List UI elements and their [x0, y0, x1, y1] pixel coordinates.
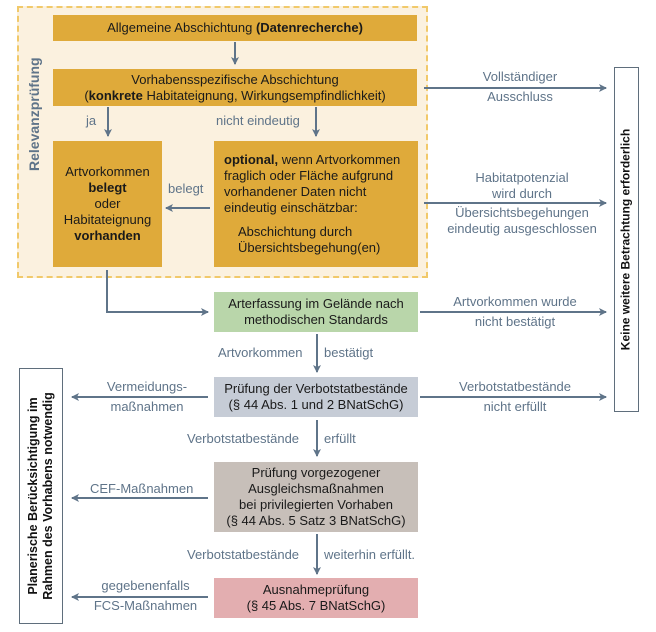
present-line1: Artvorkommen: [65, 164, 150, 179]
label-confirmed-right: bestätigt: [324, 345, 374, 360]
label-nicht-eindeutig: nicht eindeutig: [216, 113, 300, 128]
box-compensation-check: Prüfung vorgezogener Ausgleichsmaßnahmen…: [214, 462, 418, 532]
box-occurrence-present: Artvorkommen belegt oder Habitateignung …: [53, 141, 162, 267]
box-planning-consideration: [19, 368, 63, 624]
avoid-line1: Vermeidungs-: [106, 379, 188, 394]
compensation-line2: Ausgleichsmaßnahmen: [248, 481, 384, 496]
general-text: Allgemeine Abschichtung: [107, 20, 256, 35]
planning-line2: Rahmen des Vorhabens notwendig: [41, 392, 55, 600]
label-not-confirmed: Artvorkommen wurde nicht bestätigt: [440, 294, 590, 330]
box-field-survey: Arterfassung im Gelände nach methodische…: [214, 292, 418, 332]
box-specific-screening: Vorhabensspezifische Abschichtung (konkr…: [53, 69, 417, 106]
habitat-line2: wird durch: [492, 186, 552, 201]
prohibition-line2: (§ 44 Abs. 1 und 2 BNatSchG): [228, 397, 404, 412]
notconf-line1: Artvorkommen wurde: [453, 294, 577, 309]
label-habitat-excluded: Habitatpotenzial wird durch Übersichtsbe…: [432, 170, 612, 237]
label-avoidance: Vermeidungs- maßnahmen: [92, 379, 202, 415]
notmet-line2: nicht erfüllt: [483, 399, 547, 414]
box-optional-survey: optional, wenn Artvorkommen fraglich ode…: [214, 141, 418, 267]
label-confirmed-left: Artvorkommen: [218, 345, 303, 360]
label-met-left: Verbotstatbestände: [187, 431, 300, 446]
general-bold: (Datenrecherche): [255, 20, 363, 35]
label-cef: CEF-Maßnahmen: [90, 481, 194, 496]
habitat-line4: eindeutig ausgeschlossen: [447, 221, 597, 236]
vollstaendig-line1: Vollständiger: [482, 69, 558, 84]
exception-line2: (§ 45 Abs. 7 BNatSchG): [246, 598, 386, 613]
label-belegt: belegt: [168, 181, 204, 196]
planning-consideration-text: Planerische Berücksichtigung im Rahmen d…: [26, 376, 56, 616]
fcs-line1: gegebenenfalls: [101, 578, 190, 593]
survey-line1: Arterfassung im Gelände nach: [228, 296, 404, 311]
optional-bold: optional,: [224, 152, 279, 167]
planning-line1: Planerische Berücksichtigung im: [26, 397, 40, 595]
compensation-line3: bei privilegierten Vorhaben: [239, 497, 393, 512]
fcs-line2: FCS-Maßnahmen: [93, 598, 198, 613]
avoid-line2: maßnahmen: [110, 399, 184, 414]
present-line5: vorhanden: [74, 228, 141, 243]
optional-line5: Abschichtung durch: [238, 224, 353, 239]
box-exception-check: Ausnahmeprüfung (§ 45 Abs. 7 BNatSchG): [214, 578, 418, 618]
label-vollstaendig: Vollständiger Ausschluss: [455, 69, 585, 105]
present-line4: Habitateignung: [63, 212, 152, 227]
optional-line2: fraglich oder Fläche aufgrund: [224, 168, 394, 183]
label-met-right: erfüllt: [324, 431, 356, 446]
optional-line1: wenn Artvorkommen: [278, 152, 401, 167]
specific-line1: Vorhabensspezifische Abschichtung: [131, 71, 339, 87]
compensation-line4: (§ 44 Abs. 5 Satz 3 BNatSchG): [226, 513, 406, 528]
box-no-further-consideration: [614, 67, 639, 412]
label-fcs: gegebenenfalls FCS-Maßnahmen: [88, 578, 203, 614]
present-line2: belegt: [88, 180, 127, 195]
arrow-present-to-survey: [106, 270, 209, 316]
compensation-line1: Prüfung vorgezogener: [251, 465, 381, 480]
label-not-met: Verbotstatbestände nicht erfüllt: [440, 379, 590, 415]
survey-line2: methodischen Standards: [244, 312, 388, 327]
prohibition-line1: Prüfung der Verbotstatbestände: [224, 381, 408, 396]
specific-pre: (: [84, 87, 89, 103]
specific-post: Habitateignung, Wirkungsempfindlichkeit): [142, 87, 386, 103]
optional-line4: eindeutig einschätzbar:: [224, 200, 358, 215]
habitat-line1: Habitatpotenzial: [475, 170, 569, 185]
optional-line3: vorhandener Daten nicht: [224, 184, 367, 199]
label-still-met-left: Verbotstatbestände: [187, 547, 300, 562]
habitat-line3: Übersichtsbegehungen: [455, 205, 589, 220]
label-still-met-right: weiterhin erfüllt.: [324, 547, 416, 562]
notmet-line1: Verbotstatbestände: [458, 379, 572, 394]
no-further-consideration-text: Keine weitere Betrachtung erforderlich: [618, 128, 633, 351]
optional-line6: Übersichtsbegehung(en): [238, 240, 381, 255]
present-line3: oder: [94, 196, 121, 211]
exception-line1: Ausnahmeprüfung: [262, 582, 370, 597]
notconf-line2: nicht bestätigt: [474, 314, 556, 329]
box-prohibition-check: Prüfung der Verbotstatbestände (§ 44 Abs…: [214, 377, 418, 417]
specific-bold: konkrete: [88, 87, 143, 103]
label-ja: ja: [86, 113, 97, 128]
box-general-screening: Allgemeine Abschichtung (Datenrecherche): [53, 15, 417, 41]
vollstaendig-line2: Ausschluss: [487, 89, 553, 104]
